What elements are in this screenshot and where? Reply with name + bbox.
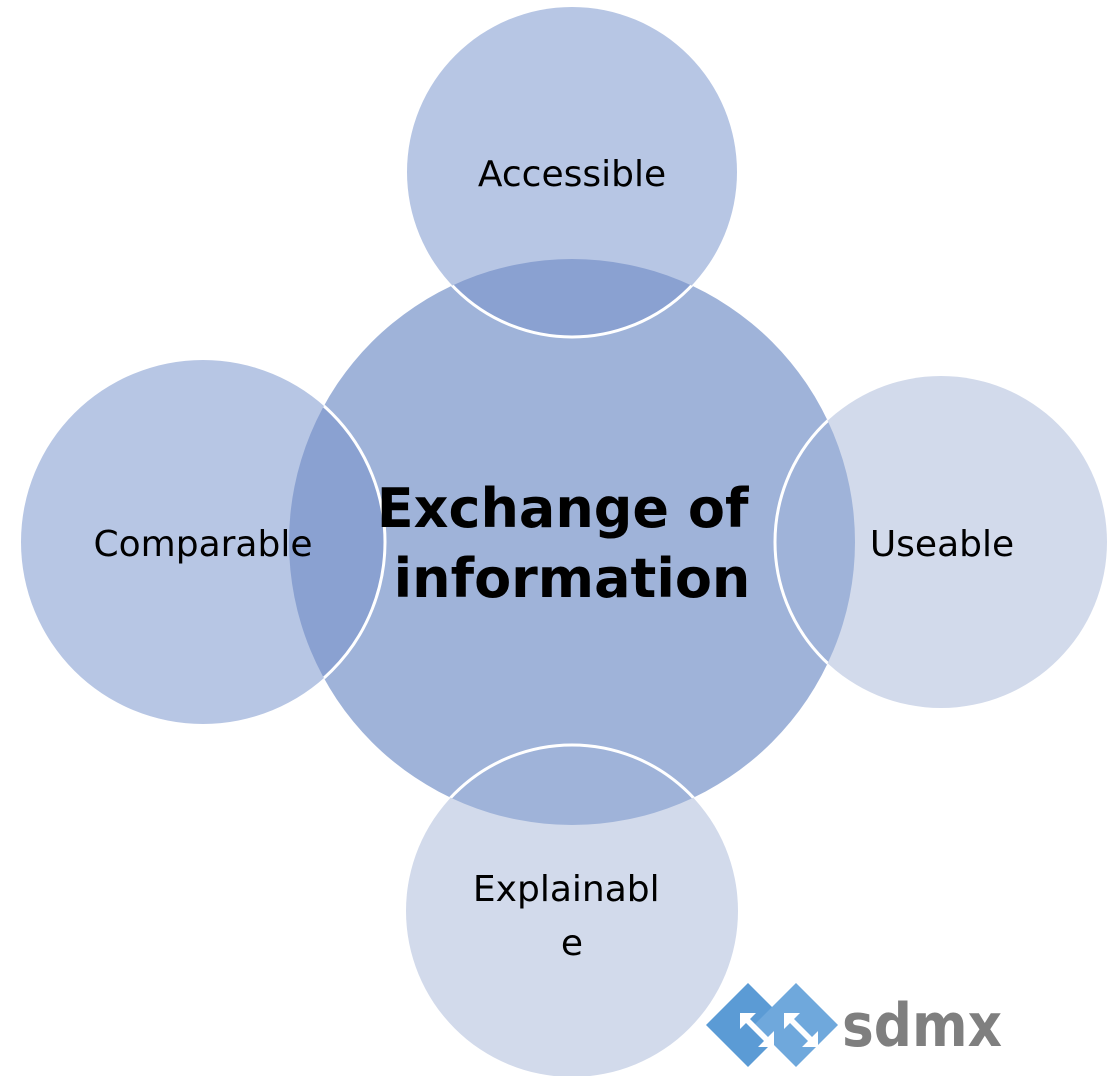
accessible-overlap — [405, 259, 739, 339]
center-circle — [289, 259, 855, 825]
explainable-label: Explainabl e — [473, 869, 671, 964]
explainable-circle — [406, 745, 738, 1076]
useable-overlap — [773, 374, 855, 710]
sdmx-logo: sdmx — [706, 983, 1002, 1067]
explainable-label-line-1: Explainabl — [473, 869, 660, 910]
accessible-label: Accessible — [478, 154, 666, 195]
useable-circle — [775, 376, 1107, 708]
logo-text: sdmx — [842, 991, 1002, 1061]
center-label-line-1: Exchange of — [377, 477, 749, 540]
useable-label: Useable — [870, 524, 1014, 565]
logo-arrow-2-icon — [784, 1013, 818, 1047]
comparable-circle — [21, 360, 385, 724]
explainable-label-line-2: e — [561, 923, 583, 964]
center-label: Exchange of information — [377, 477, 768, 610]
accessible-circle — [407, 7, 737, 337]
center-label-line-2: information — [394, 547, 751, 610]
comparable-label: Comparable — [93, 524, 312, 565]
logo-arrow-icon — [740, 1013, 774, 1047]
explainable-overlap — [404, 743, 740, 825]
